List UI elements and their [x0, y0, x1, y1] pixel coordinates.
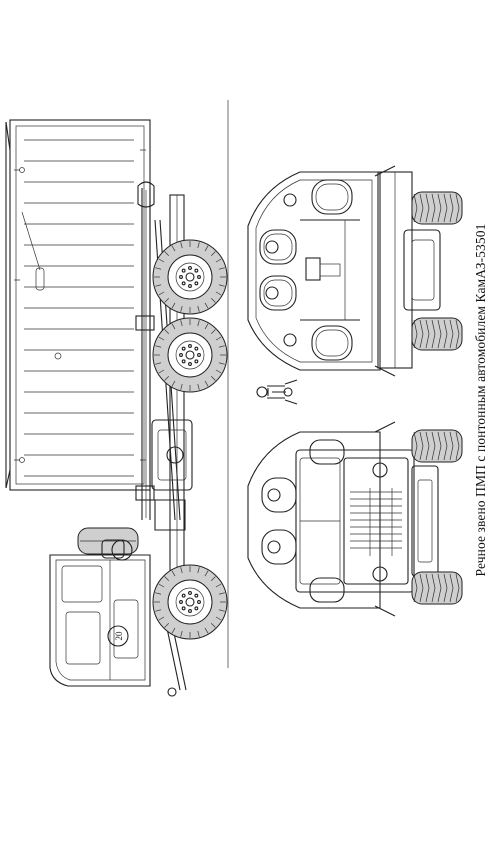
drawing-caption: Речное звено ПМП с понтонным автомобилем…	[473, 223, 488, 577]
rear-view	[247, 165, 463, 377]
cab-badge-number: 20	[114, 631, 124, 641]
cab-badge	[107, 625, 129, 647]
rear-wheel-1	[152, 239, 228, 315]
cab: 20	[49, 527, 151, 687]
front-wheel	[152, 564, 228, 640]
rear-wheel-2	[152, 317, 228, 393]
side-view: 20	[5, 100, 229, 697]
pontoon-body	[5, 119, 151, 491]
scale-figure-icon	[256, 379, 298, 405]
front-view	[247, 421, 463, 617]
